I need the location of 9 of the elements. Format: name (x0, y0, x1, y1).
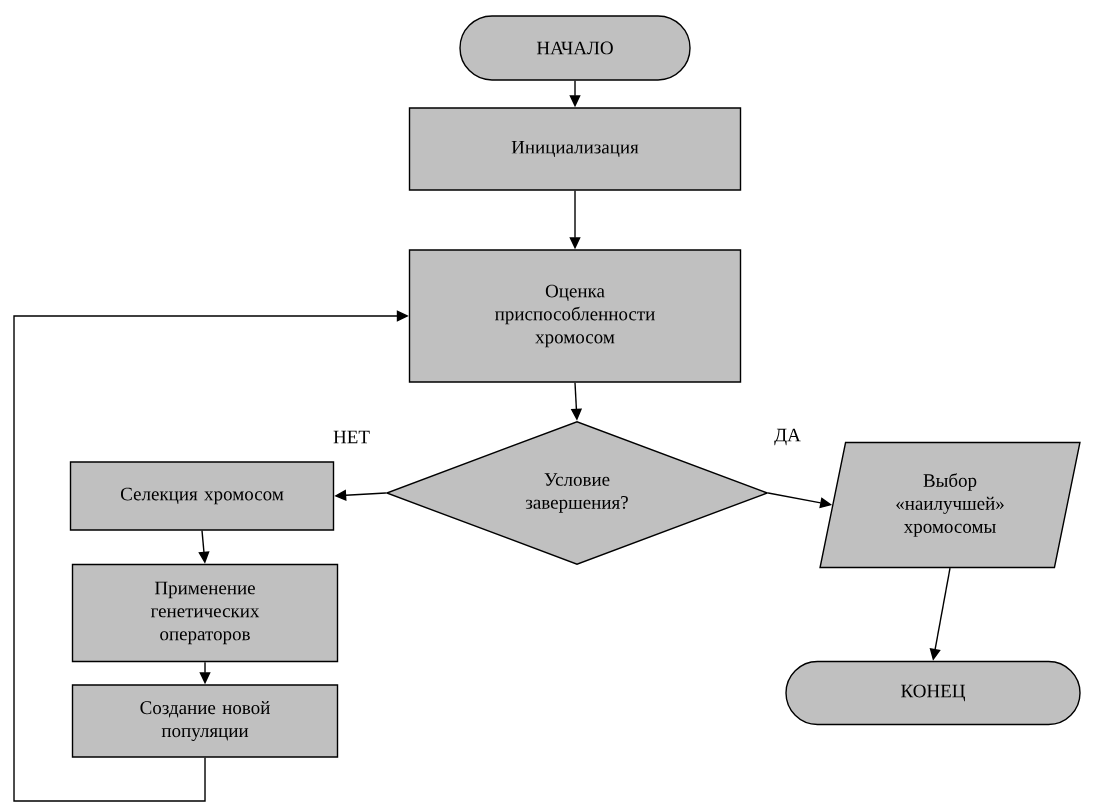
io-parallelogram: Выбор «наилучшей» хромосомы (819, 441, 1081, 569)
process-box: Оценка приспособленности хромосом (408, 249, 742, 383)
edge-label: НЕТ (331, 428, 372, 446)
edge-label: ДА (772, 426, 803, 448)
process-box: Применение генетических операторов (71, 563, 339, 663)
process-box: Создание новой популяции (71, 684, 339, 758)
terminal-oval: КОНЕЦ (785, 660, 1081, 726)
process-box: Селекция хромосом (69, 461, 335, 531)
process-box: Инициализация (408, 107, 742, 191)
